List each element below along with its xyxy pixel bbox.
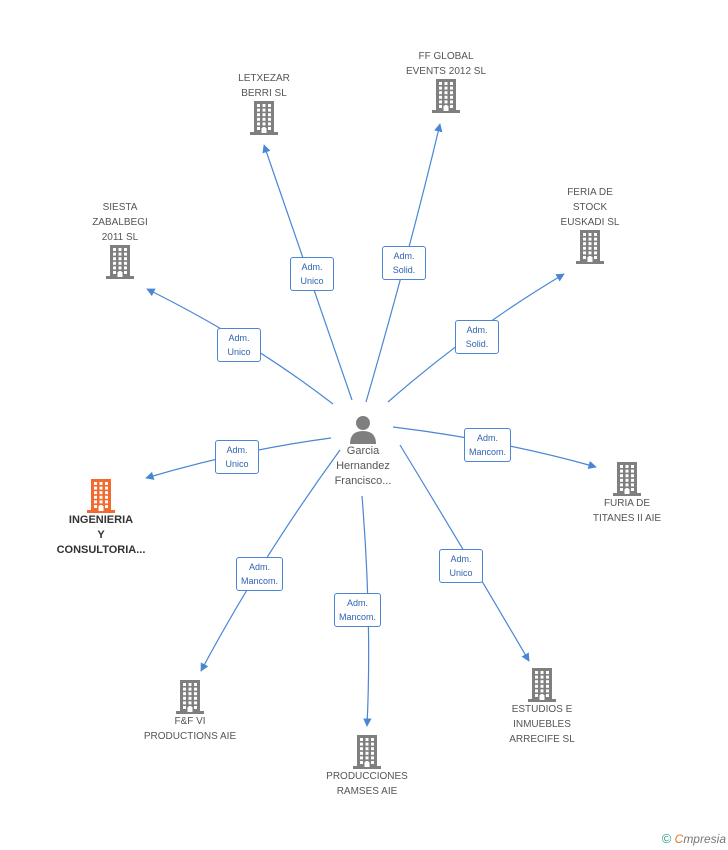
company-label: FERIA DE STOCK EUSKADI SL bbox=[560, 187, 620, 228]
company-label: FF GLOBAL EVENTS 2012 SL bbox=[405, 51, 487, 77]
person-icon bbox=[350, 416, 376, 444]
building-icon bbox=[45, 245, 195, 279]
company-node-siesta[interactable]: SIESTA ZABALBEGI 2011 SL bbox=[45, 200, 195, 279]
role-badge-feria[interactable]: Adm. Solid. bbox=[455, 320, 499, 354]
role-badge-ffglobal[interactable]: Adm. Solid. bbox=[382, 246, 426, 280]
company-node-feria[interactable]: FERIA DE STOCK EUSKADI SL bbox=[515, 185, 665, 264]
company-label: F&F VI PRODUCTIONS AIE bbox=[143, 716, 237, 742]
company-node-ff6[interactable]: F&F VI PRODUCTIONS AIE bbox=[115, 680, 265, 744]
company-node-letxezar[interactable]: LETXEZAR BERRI SL bbox=[189, 71, 339, 135]
brand-rest: mpresia bbox=[683, 832, 726, 846]
company-label: INGENIERIA Y CONSULTORIA... bbox=[56, 514, 146, 556]
role-badge-siesta[interactable]: Adm. Unico bbox=[217, 328, 261, 362]
role-badge-furia[interactable]: Adm. Mancom. bbox=[464, 428, 512, 462]
company-node-ffglobal[interactable]: FF GLOBAL EVENTS 2012 SL bbox=[371, 49, 521, 113]
building-icon bbox=[371, 79, 521, 113]
company-node-ramses[interactable]: PRODUCCIONES RAMSES AIE bbox=[292, 735, 442, 799]
company-label: LETXEZAR BERRI SL bbox=[238, 73, 290, 99]
company-node-furia[interactable]: FURIA DE TITANES II AIE bbox=[552, 462, 702, 526]
role-badge-ff6[interactable]: Adm. Mancom. bbox=[236, 557, 284, 591]
building-icon bbox=[115, 680, 265, 714]
brand-logo: Cmpresia bbox=[675, 832, 726, 846]
center-person[interactable]: Garcia Hernandez Francisco... bbox=[288, 414, 438, 489]
company-node-ingenieria[interactable]: INGENIERIA Y CONSULTORIA... bbox=[26, 479, 176, 558]
role-badge-letxezar[interactable]: Adm. Unico bbox=[290, 257, 334, 291]
company-label: ESTUDIOS E INMUEBLES ARRECIFE SL bbox=[509, 704, 575, 745]
center-person-name: Garcia Hernandez Francisco... bbox=[334, 445, 392, 487]
role-badge-estudios[interactable]: Adm. Unico bbox=[439, 549, 483, 583]
building-icon bbox=[26, 479, 176, 513]
company-label: FURIA DE TITANES II AIE bbox=[592, 498, 662, 524]
company-label: PRODUCCIONES RAMSES AIE bbox=[326, 771, 408, 797]
company-node-estudios[interactable]: ESTUDIOS E INMUEBLES ARRECIFE SL bbox=[467, 668, 617, 747]
building-icon bbox=[189, 101, 339, 135]
copyright-symbol: © bbox=[661, 831, 672, 846]
brand-first-letter: C bbox=[674, 832, 684, 846]
role-badge-ramses[interactable]: Adm. Mancom. bbox=[334, 593, 382, 627]
building-icon bbox=[515, 230, 665, 264]
building-icon bbox=[552, 462, 702, 496]
company-label: SIESTA ZABALBEGI 2011 SL bbox=[92, 202, 148, 243]
building-icon bbox=[292, 735, 442, 769]
footer-brand[interactable]: © Cmpresia bbox=[662, 831, 726, 846]
building-icon bbox=[467, 668, 617, 702]
role-badge-ingenieria[interactable]: Adm. Unico bbox=[215, 440, 259, 474]
